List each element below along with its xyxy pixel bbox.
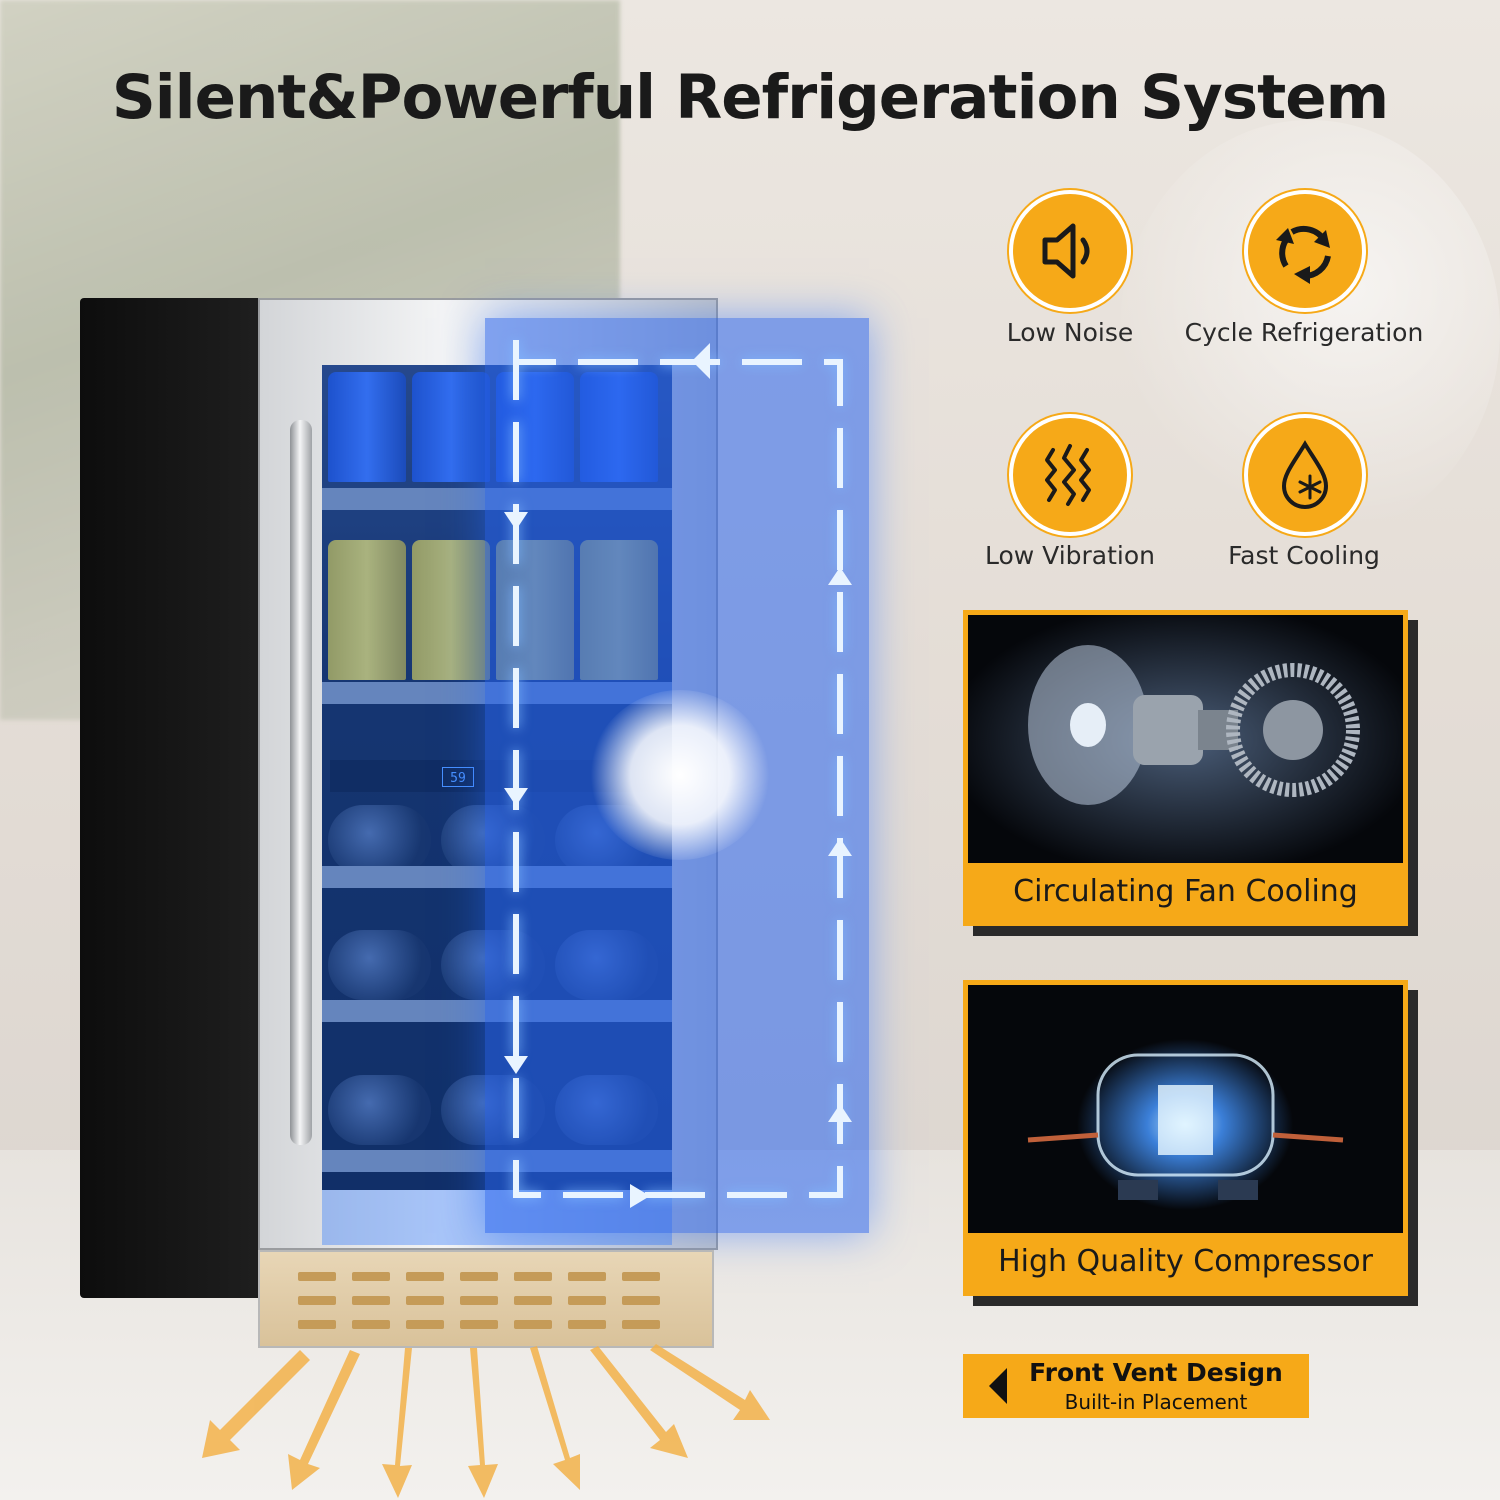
feature-label-fast-cooling: Fast Cooling — [1228, 541, 1380, 570]
arrow-down-icon — [504, 1056, 528, 1074]
vent-slot — [460, 1272, 498, 1281]
door-handle — [290, 420, 312, 1145]
temperature-display: 59 — [442, 767, 474, 787]
exhaust-arrow-icon — [202, 1350, 310, 1458]
card-caption: Circulating Fan Cooling — [968, 863, 1403, 921]
vent-slot — [514, 1320, 552, 1329]
svg-text:59: 59 — [450, 771, 466, 786]
tag-subtitle: Built-in Placement — [1064, 1390, 1248, 1414]
beer-can — [412, 540, 490, 680]
arrow-up-icon — [828, 838, 852, 856]
fridge-cabinet — [80, 298, 265, 1298]
vent-slot — [514, 1272, 552, 1281]
fast-cooling-badge — [1244, 414, 1366, 536]
arrow-down-icon — [504, 512, 528, 530]
vent-slot — [352, 1296, 390, 1305]
front-vent-tag: Front Vent Design Built-in Placement — [963, 1354, 1309, 1418]
arrow-left-icon — [989, 1368, 1007, 1404]
arrow-left-icon — [692, 343, 710, 379]
vent-slot — [622, 1296, 660, 1305]
vent-slot — [514, 1296, 552, 1305]
feature-label-low-noise: Low Noise — [1006, 318, 1134, 347]
vent-slot — [298, 1296, 336, 1305]
cycle-arrows-icon — [1276, 225, 1331, 284]
vent-slot — [568, 1272, 606, 1281]
beer-can — [328, 372, 406, 482]
compressor-image — [968, 985, 1403, 1235]
wine-bottle — [328, 1075, 432, 1145]
vent-slot — [298, 1272, 336, 1281]
vent-slot — [568, 1320, 606, 1329]
exhaust-arrow-icon — [590, 1346, 688, 1458]
fan-icon — [590, 690, 770, 860]
vibration-icon — [1045, 444, 1091, 506]
compressor-card: High Quality Compressor — [963, 980, 1408, 1296]
arrow-down-icon — [504, 788, 528, 806]
beer-can — [412, 372, 490, 482]
front-vent-grille — [258, 1250, 714, 1348]
fan-cooling-card: Circulating Fan Cooling — [963, 610, 1408, 926]
low-vibration-badge — [1009, 414, 1131, 536]
exhaust-arrow-icon — [288, 1350, 360, 1490]
vent-slot — [622, 1272, 660, 1281]
arrow-right-icon — [630, 1184, 650, 1208]
exhaust-arrow-icon — [382, 1348, 412, 1498]
vent-slot — [352, 1320, 390, 1329]
page-title: Silent&Powerful Refrigeration System — [111, 62, 1389, 133]
drop-snowflake-icon — [1281, 440, 1329, 509]
vent-slot — [406, 1320, 444, 1329]
exhaust-arrow-icon — [530, 1346, 580, 1490]
card-caption: High Quality Compressor — [968, 1233, 1403, 1291]
vent-slot — [406, 1272, 444, 1281]
fan-motor-image — [968, 615, 1403, 865]
arrow-up-icon — [828, 567, 852, 585]
vent-slot — [406, 1296, 444, 1305]
arrow-up-icon — [828, 1104, 852, 1122]
vent-slot — [622, 1320, 660, 1329]
low-noise-badge — [1009, 190, 1131, 312]
temperature-digits: 59 — [450, 771, 466, 786]
vent-slot — [568, 1296, 606, 1305]
feature-label-low-vibration: Low Vibration — [984, 541, 1156, 570]
feature-label-cycle-refrigeration: Cycle Refrigeration — [1184, 318, 1424, 347]
vent-slot — [352, 1272, 390, 1281]
wine-bottle — [328, 805, 432, 875]
exhaust-arrow-icon — [650, 1344, 770, 1420]
exhaust-airflow-arrows — [202, 1344, 770, 1498]
speaker-icon — [1042, 223, 1090, 279]
exhaust-arrow-icon — [468, 1348, 498, 1498]
cycle-refrigeration-badge — [1244, 190, 1366, 312]
wine-bottle — [328, 930, 432, 1000]
vent-slot — [298, 1320, 336, 1329]
vent-slot — [460, 1320, 498, 1329]
vent-slot — [460, 1296, 498, 1305]
tag-title: Front Vent Design — [1029, 1358, 1283, 1387]
beer-can — [328, 540, 406, 680]
